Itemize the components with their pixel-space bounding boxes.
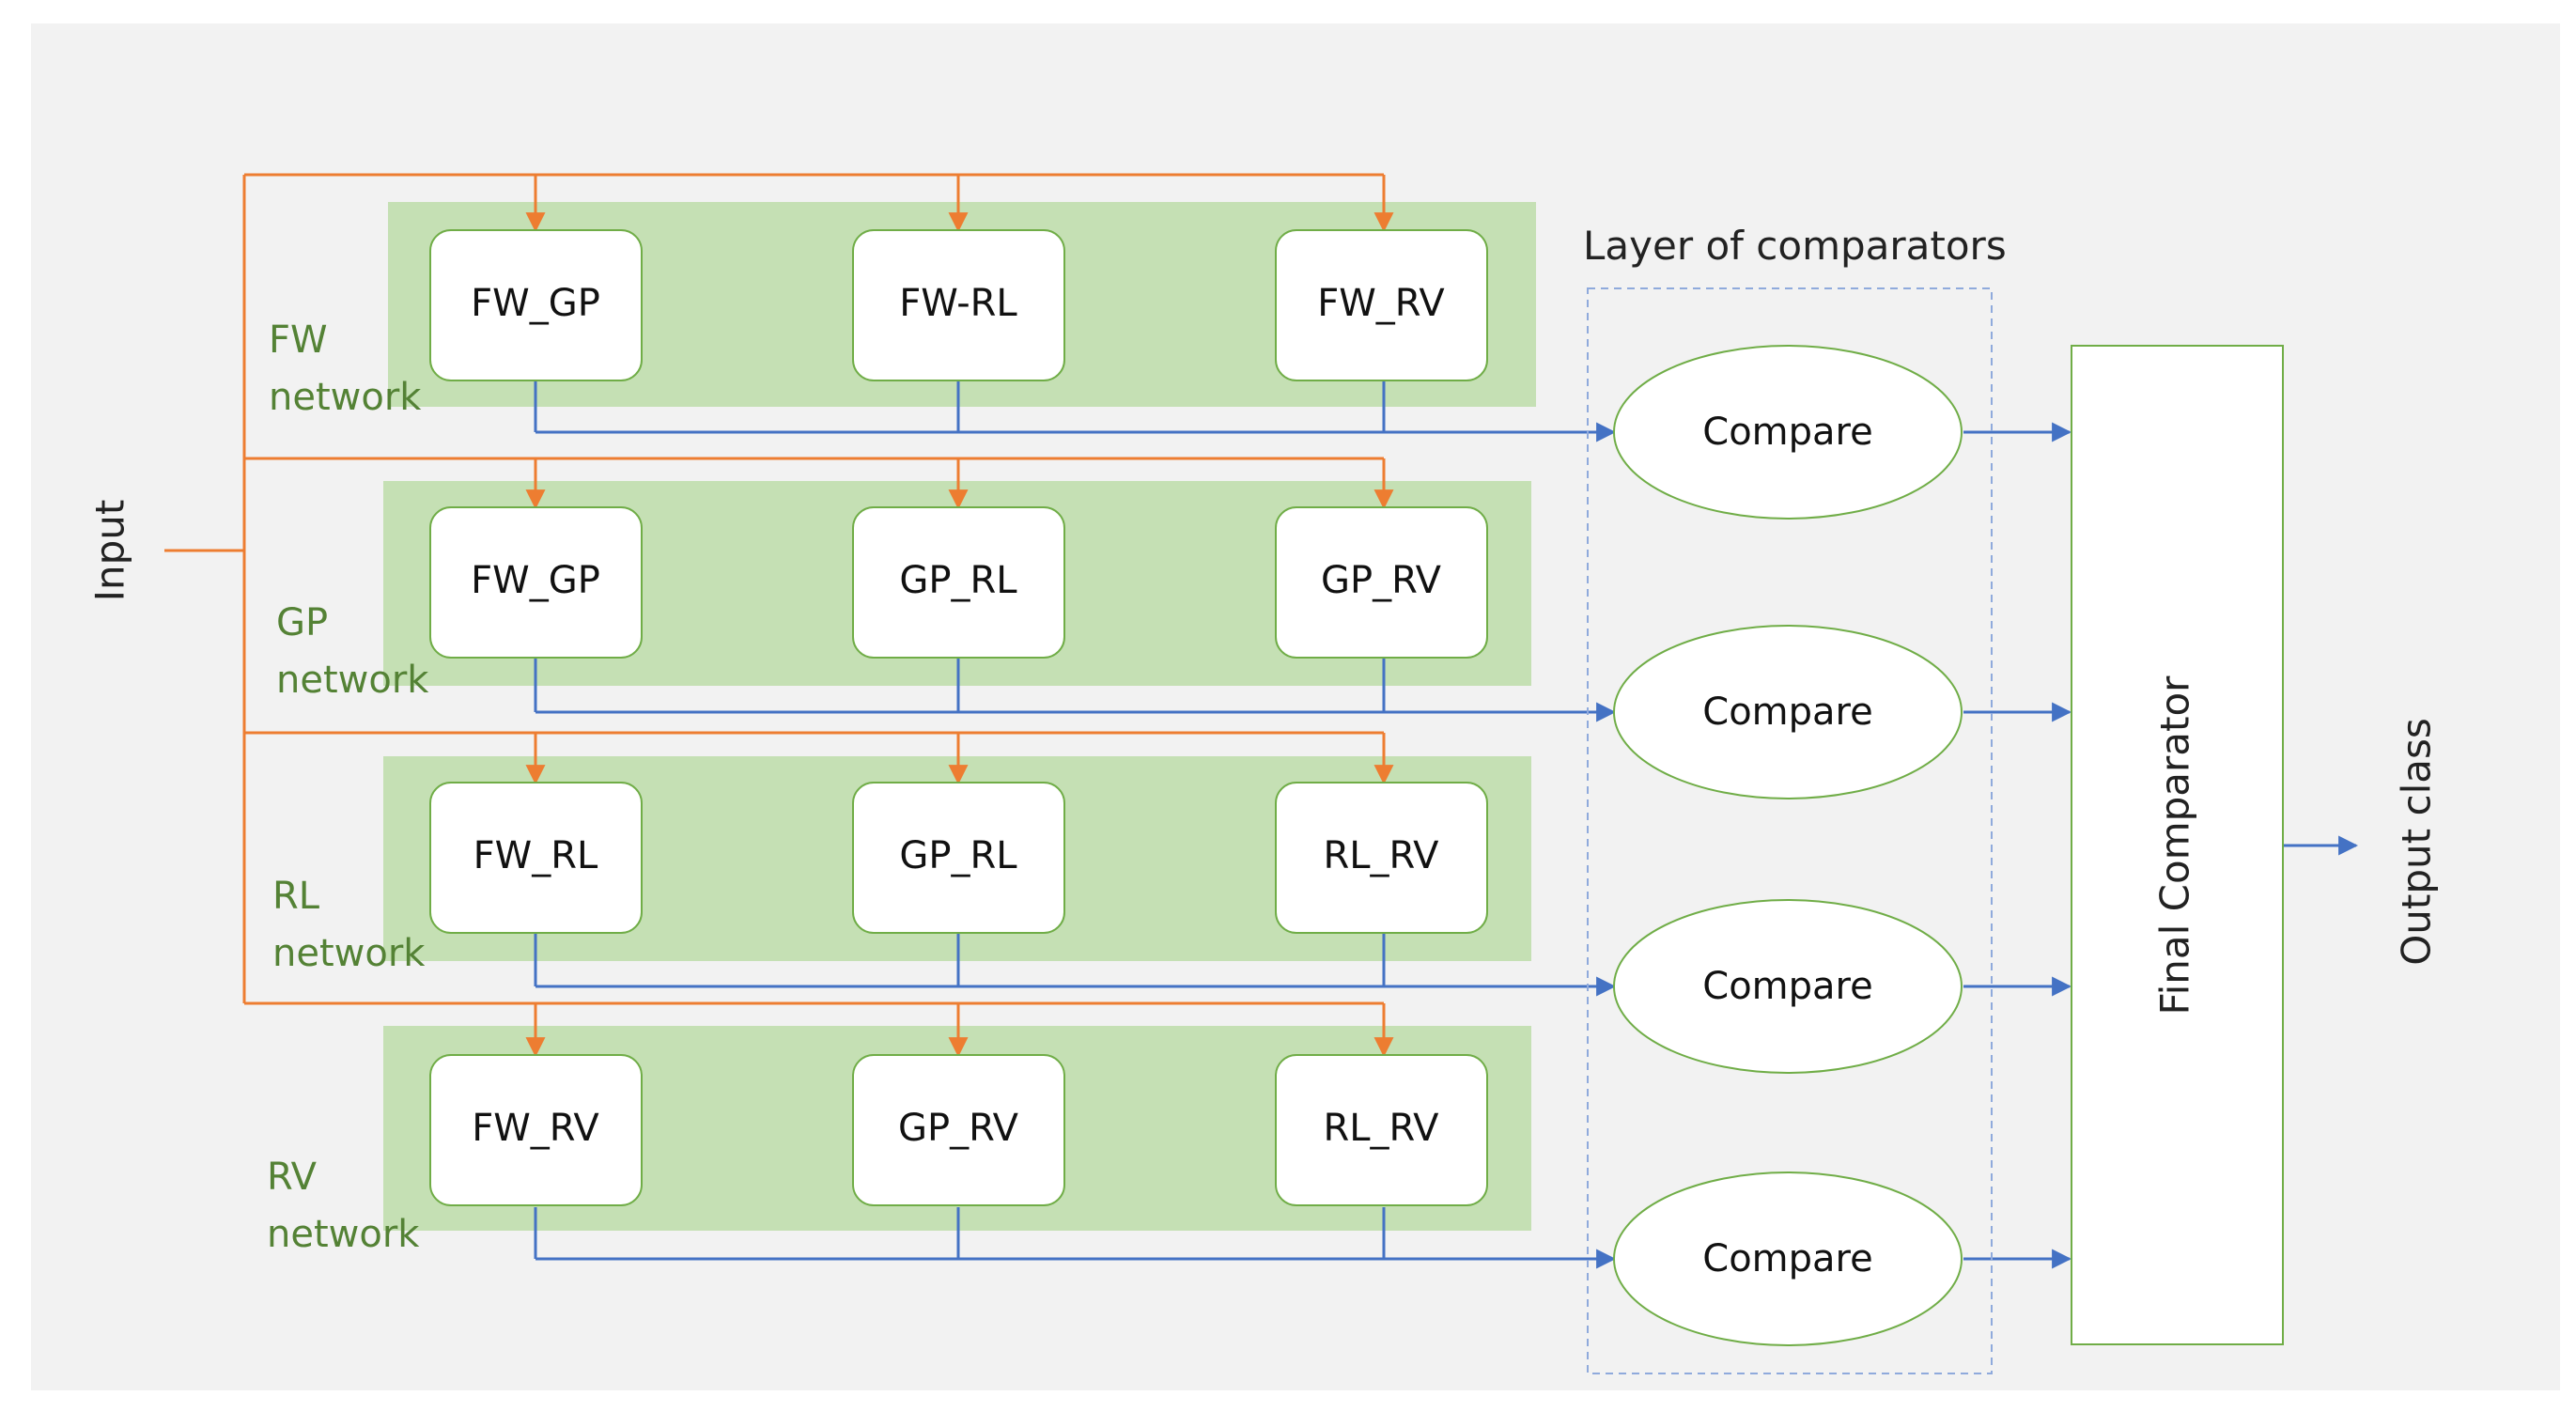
model-box <box>1275 1054 1488 1206</box>
model-box-label: GP_RL <box>899 834 1017 877</box>
comparator-ellipse <box>1613 345 1963 520</box>
network-label-fw-line1: FW <box>269 318 328 362</box>
network-labels: FW network GP network RL network RV netw… <box>267 318 429 1256</box>
network-row-gp: FW_GP GP_RL GP_RV <box>429 506 1488 659</box>
input-label: Input <box>87 500 133 602</box>
network-label-gp-line2: network <box>276 659 429 702</box>
comparator-label: Compare <box>1702 1237 1872 1280</box>
model-box <box>1275 782 1488 934</box>
network-label-gp-line1: GP <box>276 601 328 644</box>
network-row-rv: FW_RV GP_RV RL_RV <box>429 1054 1488 1206</box>
network-label-rv-line2: network <box>267 1213 420 1256</box>
comparator-ellipse <box>1613 625 1963 799</box>
model-box-label: RL_RV <box>1323 1107 1439 1150</box>
model-box-label: RL_RV <box>1323 834 1439 877</box>
model-box-label: FW-RL <box>899 282 1017 325</box>
network-label-rl-line1: RL <box>272 875 320 918</box>
model-box <box>429 506 643 659</box>
final-comparator-box <box>2071 345 2284 1345</box>
model-box <box>1275 229 1488 381</box>
model-box-label: FW_GP <box>471 282 600 325</box>
network-label-rv-line1: RV <box>267 1156 318 1199</box>
model-box <box>1275 506 1488 659</box>
model-box <box>429 229 643 381</box>
comparator-layer-label: Layer of comparators <box>1583 223 2007 269</box>
network-row-rl: FW_RL GP_RL RL_RV <box>429 782 1488 934</box>
comparator-ellipse <box>1613 899 1963 1074</box>
model-box <box>429 782 643 934</box>
output-label: Output class <box>2394 718 2440 966</box>
output-connectors <box>534 380 2359 1269</box>
model-box-label: FW_RV <box>1317 282 1445 325</box>
model-box-label: GP_RV <box>1321 559 1442 602</box>
comparator-label: Compare <box>1702 965 1872 1008</box>
input-connectors <box>164 173 1394 1058</box>
model-box <box>852 229 1065 381</box>
model-box-label: FW_RV <box>472 1107 599 1150</box>
network-label-rl-line2: network <box>272 932 426 975</box>
network-row-fw: FW_GP FW-RL FW_RV <box>429 229 1488 381</box>
model-box-label: GP_RV <box>898 1107 1019 1150</box>
model-box <box>429 1054 643 1206</box>
final-comparator-label: Final Comparator <box>2152 675 2198 1016</box>
model-box-label: FW_RL <box>473 834 598 877</box>
comparator-label: Compare <box>1702 411 1872 454</box>
comparator-ellipse <box>1613 1171 1963 1346</box>
model-box-label: FW_GP <box>471 559 600 602</box>
comparators: Compare Compare Compare Compare <box>1613 345 1963 1346</box>
comparator-layer-frame <box>1587 287 1993 1374</box>
comparator-label: Compare <box>1702 690 1872 734</box>
model-box <box>852 782 1065 934</box>
model-box <box>852 506 1065 659</box>
model-box-label: GP_RL <box>899 559 1017 602</box>
network-label-fw-line2: network <box>269 376 422 419</box>
model-box <box>852 1054 1065 1206</box>
